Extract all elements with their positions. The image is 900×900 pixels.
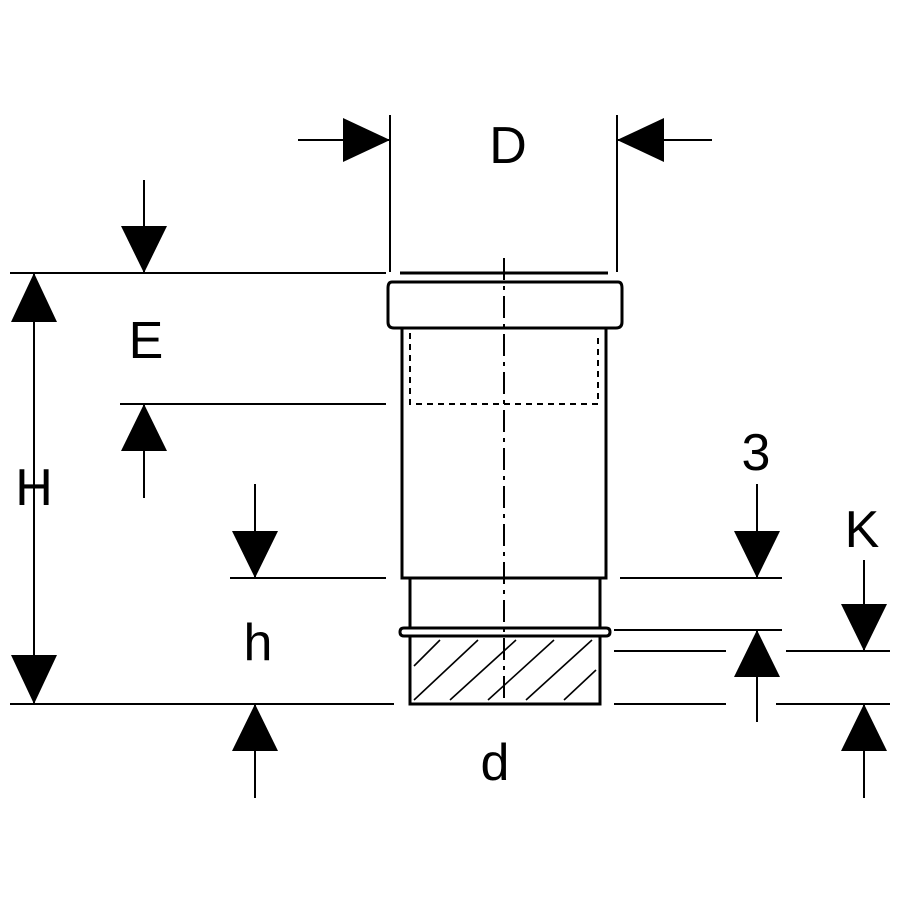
spigot (408, 578, 602, 628)
arrow-down-icon (11, 655, 57, 704)
label-K: K (845, 501, 880, 559)
dimension-D: D (298, 115, 712, 272)
arrow-up-icon (841, 704, 887, 751)
seal-ring (398, 626, 612, 638)
base-section (408, 634, 602, 706)
base-hatching (413, 639, 597, 701)
dimension-K: K (614, 501, 890, 798)
arrow-down-icon (232, 531, 278, 578)
label-3: 3 (742, 424, 771, 482)
pipe-body (386, 258, 624, 706)
label-E: E (129, 312, 164, 370)
arrow-left-icon (617, 118, 664, 162)
dimension-E: E (10, 180, 386, 498)
arrow-down-icon (841, 604, 887, 651)
arrow-up-icon (232, 704, 278, 751)
dimension-H: H (10, 273, 394, 705)
arrow-down-icon (121, 226, 167, 273)
arrow-right-icon (343, 118, 390, 162)
dimension-h: h (230, 484, 386, 798)
arrow-up-icon (734, 630, 780, 677)
label-D: D (489, 117, 527, 175)
label-h: h (244, 614, 273, 672)
dimension-3: 3 (614, 424, 782, 722)
arrow-up-icon (11, 273, 57, 322)
arrow-up-icon (121, 404, 167, 451)
label-H: H (15, 459, 53, 517)
arrow-down-icon (734, 531, 780, 578)
label-d: d (481, 734, 510, 792)
